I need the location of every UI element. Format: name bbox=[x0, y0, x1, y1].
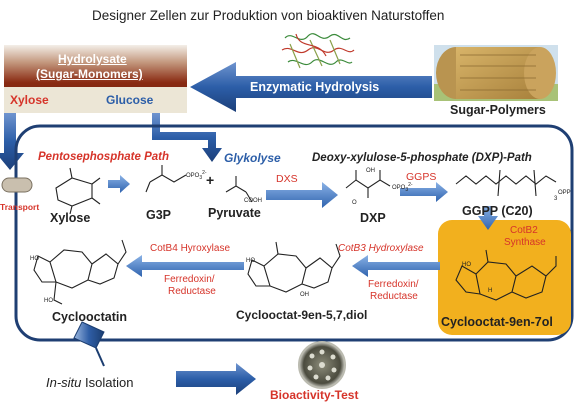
transport-capsule bbox=[1, 177, 33, 193]
dxp-oh-label: OH bbox=[366, 168, 375, 174]
pyruvate-cooh-label: COOH bbox=[244, 198, 262, 204]
hydrolysate-title: Hydrolysate bbox=[58, 52, 127, 66]
petri-colonies bbox=[307, 349, 337, 381]
arrow-cotb4 bbox=[126, 255, 244, 277]
enzymatic-hydrolysis-arrow bbox=[190, 62, 432, 112]
cell-frame bbox=[14, 124, 574, 342]
in-situ-isolation-label: In-situ Isolation bbox=[46, 375, 134, 390]
ggps-label: GGPS bbox=[406, 171, 437, 183]
glycolysis-label: Glykolyse bbox=[224, 151, 281, 165]
cyclooctatin-structure bbox=[33, 239, 127, 305]
glucose-arrow bbox=[152, 113, 222, 162]
dxp-label: DXP bbox=[360, 211, 386, 225]
hydrolysate-xylose-label: Xylose bbox=[10, 93, 49, 107]
diagram-title: Designer Zellen zur Produktion von bioak… bbox=[92, 8, 445, 23]
hay-bale-face bbox=[524, 47, 556, 99]
cyclooctatin-ho-label: HO bbox=[30, 256, 39, 262]
ggpp-opp-label: OPP bbox=[558, 190, 571, 196]
dxp-path-label: Deoxy-xylulose-5-phosphate (DXP)-Path bbox=[312, 152, 532, 164]
synthase-label: Synthase bbox=[504, 237, 546, 248]
xylose-arrow bbox=[0, 113, 24, 170]
g3p-structure bbox=[145, 165, 187, 193]
hydrolysate-label-strip bbox=[4, 87, 187, 113]
isolation-tube-icon bbox=[73, 321, 105, 367]
arrow-xylose-g3p bbox=[108, 175, 130, 193]
pyruvate-structure bbox=[225, 176, 253, 203]
cotb2-label: CotB2 bbox=[510, 225, 538, 236]
cyclooctat-diol-oh-label: OH bbox=[300, 292, 309, 298]
enzyme-structure-icon bbox=[281, 33, 355, 69]
arrow-ggps bbox=[400, 182, 448, 202]
bioactivity-test-label: Bioactivity-Test bbox=[270, 388, 359, 402]
cyclooctatin-label: Cyclooctatin bbox=[52, 310, 128, 324]
xylose-structure bbox=[55, 167, 101, 215]
cyclooctat-7ol-ho-label: HO bbox=[462, 262, 471, 268]
cyclooctat-7ol-structure bbox=[455, 249, 557, 301]
cyclooctat-7ol-label: Cyclooctat-9en-7ol bbox=[441, 315, 553, 329]
sugar-polymers-label: Sugar-Polymers bbox=[450, 103, 546, 117]
arrow-ggpp-cotb2 bbox=[478, 206, 498, 230]
ferredoxin-right-label: Ferredoxin/ bbox=[368, 279, 419, 290]
dxp-o-label: O bbox=[352, 200, 357, 206]
enzymatic-hydrolysis-label: Enzymatic Hydrolysis bbox=[250, 80, 380, 94]
hydrolysate-glucose-label: Glucose bbox=[106, 93, 154, 107]
arrow-cotb3 bbox=[352, 255, 440, 277]
dxp-phosphate-label: OPO32- bbox=[392, 182, 413, 194]
cotb3-label: CotB3 Hydroxylase bbox=[338, 243, 424, 254]
plus-sign: + bbox=[206, 172, 215, 188]
pentose-path-label: Pentosephosphate Path bbox=[38, 151, 169, 163]
ggpp-structure bbox=[455, 169, 557, 197]
cotb4-label: CotB4 Hyroxylase bbox=[150, 243, 231, 254]
cyclooctat-diol-structure bbox=[247, 241, 341, 293]
cyclooctat-diol-label: Cyclooctat-9en-5,7,diol bbox=[236, 308, 368, 322]
hydrolysate-subtitle: (Sugar-Monomers) bbox=[36, 67, 143, 81]
g3p-phosphate-label: OPO32- bbox=[186, 170, 207, 182]
ferredoxin-left-label: Ferredoxin/ bbox=[164, 274, 215, 285]
xylose-label: Xylose bbox=[50, 211, 91, 225]
cyclooctatin-ho2-label: HO bbox=[44, 298, 53, 304]
pyruvate-label: Pyruvate bbox=[208, 206, 261, 220]
dxs-label: DXS bbox=[276, 173, 298, 185]
cyclooctat-diol-ho-label: HO bbox=[246, 258, 255, 264]
g3p-label: G3P bbox=[146, 208, 172, 222]
ggpp-label: GGPP (C20) bbox=[462, 204, 533, 218]
bioactivity-arrow bbox=[176, 363, 256, 395]
dxp-structure bbox=[345, 170, 391, 198]
ggpp-repeat-label: 3 bbox=[554, 196, 558, 202]
cyclooctat-7ol-box bbox=[438, 220, 571, 335]
cyclooctat-7ol-h-label: H bbox=[488, 288, 493, 294]
arrow-dxs bbox=[266, 182, 338, 208]
transport-label: Transport bbox=[0, 202, 40, 212]
reductase-left-label: Reductase bbox=[168, 286, 216, 297]
reductase-right-label: Reductase bbox=[370, 291, 418, 302]
